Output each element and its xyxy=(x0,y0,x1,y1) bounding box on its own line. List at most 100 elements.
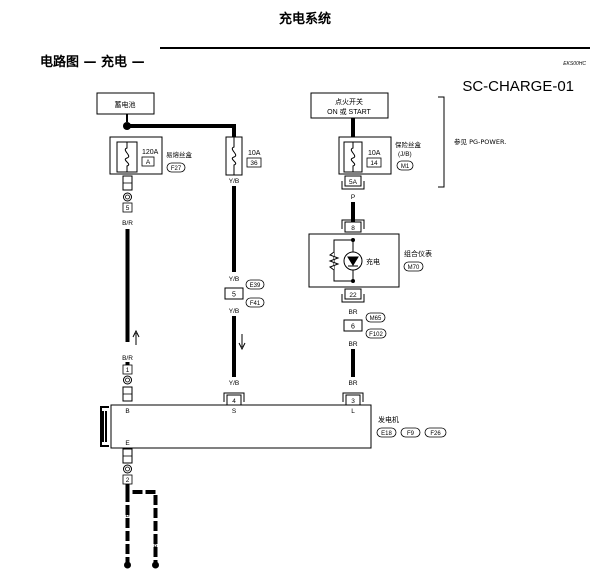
l-term-bracket xyxy=(342,392,364,402)
current-arrow-up xyxy=(132,329,140,345)
wire-b-2: B xyxy=(153,512,157,519)
fusible-link-letter-box xyxy=(141,156,155,167)
gen-conn-2: F9 xyxy=(407,431,415,437)
br-joint-5-box xyxy=(122,202,133,213)
meter-in-terminal: 8 xyxy=(351,225,355,232)
fuse-block-connector-pill xyxy=(396,160,414,171)
combination-meter-connector: M70 xyxy=(408,265,420,271)
s-joint-5-box xyxy=(224,287,244,300)
wire-p: P xyxy=(351,194,355,201)
s-conn-1: E39 xyxy=(250,283,261,289)
fusible-link-connector-pill xyxy=(166,162,186,173)
meter-out-terminal: 22 xyxy=(349,292,357,299)
wire-b-4: B xyxy=(153,544,157,551)
ref-note: 参见 PG-POWER. xyxy=(454,137,506,146)
wire-br-1: BR xyxy=(348,309,357,316)
wire-yb-2: Y/B xyxy=(229,276,239,283)
wire-b-3: B xyxy=(125,544,129,551)
s-conn-2: F41 xyxy=(250,301,261,307)
alternator-term-s: S xyxy=(232,408,237,415)
fusible-link-rating: 120A xyxy=(142,149,159,156)
br-conn-1-pill xyxy=(365,312,386,323)
wire-ground xyxy=(125,484,158,562)
gen-conn-2-pill xyxy=(400,427,421,438)
s-term-bracket xyxy=(223,392,245,402)
br-joint-6-box xyxy=(343,319,363,332)
fusible-link-symbol xyxy=(124,142,130,172)
fuse-s-rating: 10A xyxy=(248,150,261,157)
fuse-l-terminal: 5A xyxy=(349,179,358,186)
fuse-s-number: 36 xyxy=(250,160,258,167)
br-joint-1-num: 1 xyxy=(126,367,130,374)
battery-box xyxy=(96,92,155,115)
alternator-term-b: B xyxy=(125,408,129,415)
s-joint-5-num: 5 xyxy=(232,292,236,299)
ignition-label-1: 点火开关 xyxy=(335,97,363,106)
fuse-l-term-box xyxy=(344,175,362,187)
ref-bracket xyxy=(438,96,445,188)
gen-conn-3: F26 xyxy=(430,431,441,437)
ground-point-right xyxy=(152,561,159,569)
fuse-s-symbol xyxy=(231,137,237,175)
meter-in-bracket xyxy=(341,219,365,229)
br-joint-6-num: 6 xyxy=(351,324,355,331)
ignition-label-2: ON 或 START xyxy=(327,107,371,116)
fuse-l-term-bracket xyxy=(341,181,365,190)
wire-battery-to-s-fuse xyxy=(127,124,236,137)
s-conn-2-pill xyxy=(245,297,265,308)
meter-resistor xyxy=(328,251,340,271)
alternator-box xyxy=(110,404,372,449)
wire-b-1: B xyxy=(125,512,129,519)
ignition-box xyxy=(310,92,389,119)
fusible-link-connector: F27 xyxy=(171,166,182,172)
charge-lamp-label: 充电 xyxy=(366,257,380,266)
diagram-id: SC-CHARGE-01 xyxy=(462,78,574,95)
br-joint-1-box xyxy=(122,364,133,375)
fuse-block-name-1: 保险丝盒 xyxy=(395,140,422,149)
doc-code: EKS00HC xyxy=(563,61,586,67)
s-term-num: 4 xyxy=(232,398,236,405)
l-term-num: 3 xyxy=(351,398,355,405)
battery-label: 蓄电池 xyxy=(115,100,136,109)
wire-yb-4: Y/B xyxy=(229,380,239,387)
meter-in-term-box xyxy=(344,221,362,233)
wire-yb-3: Y/B xyxy=(229,308,239,315)
alternator-pulley xyxy=(100,406,109,447)
fuse-l-number: 14 xyxy=(370,160,378,167)
fuse-l-rating: 10A xyxy=(368,150,381,157)
fusible-link-letter: A xyxy=(146,159,151,166)
diagram-heading: 电路图 — 充电 — xyxy=(40,54,145,70)
br-conn-1: M65 xyxy=(370,316,382,322)
gen-conn-1: E18 xyxy=(381,431,392,437)
br-joint-1-ring-inner xyxy=(125,377,130,383)
meter-out-term-box xyxy=(344,288,362,300)
fuse-block-name-2: (J/B) xyxy=(398,151,412,158)
s-conn-1-pill xyxy=(245,279,265,290)
fuse-l-number-box xyxy=(366,157,382,168)
ground-point-left xyxy=(124,561,131,569)
fuse-l-symbol xyxy=(350,142,356,172)
br-joint-5-num: 5 xyxy=(126,205,130,212)
alternator-term-l: L xyxy=(351,408,355,415)
charge-lamp-diode xyxy=(347,256,359,267)
gen-conn-3-pill xyxy=(424,427,447,438)
current-arrow-down xyxy=(238,334,246,351)
meter-out-bracket xyxy=(341,294,365,303)
wire-br-2: BR xyxy=(348,341,357,348)
section-title: 充电系统 xyxy=(279,11,331,27)
br-conn-2-pill xyxy=(365,328,387,339)
ground-joint-ring-inner xyxy=(125,466,130,472)
fuse-s-number-box xyxy=(246,157,262,168)
alternator-label: 发电机 xyxy=(378,415,399,424)
ground-joint-num: 2 xyxy=(126,477,130,484)
combination-meter-label: 组合仪表 xyxy=(404,249,432,258)
wire-br-top: B/R xyxy=(122,220,133,227)
wire-br-3: BR xyxy=(348,380,357,387)
br-joint-5-ring-inner xyxy=(125,194,130,200)
combination-meter-connector-pill xyxy=(403,261,424,272)
fuse-block-connector: M1 xyxy=(401,164,410,170)
gen-conn-1-pill xyxy=(376,427,397,438)
br-conn-2: F102 xyxy=(369,332,383,338)
wire-yb-1: Y/B xyxy=(229,178,239,185)
wire-br-bottom: B/R xyxy=(122,355,133,362)
